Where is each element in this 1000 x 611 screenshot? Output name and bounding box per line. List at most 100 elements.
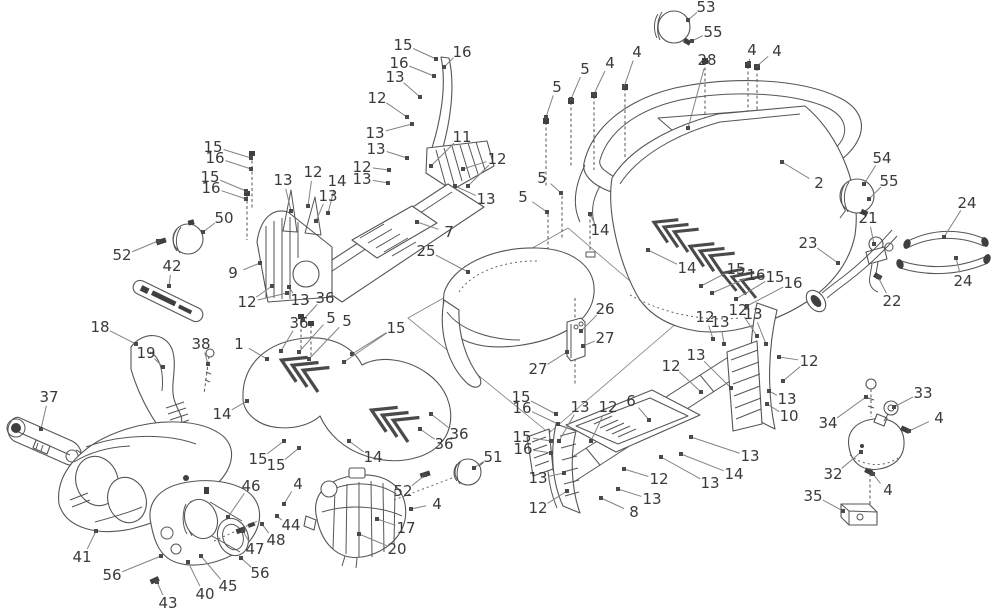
callout-13: 13 — [740, 447, 759, 465]
callout-12: 12 — [799, 352, 818, 370]
callout-34: 34 — [818, 414, 837, 432]
callout-21: 21 — [858, 209, 877, 227]
leader-end-marker — [659, 455, 663, 459]
leader-line — [132, 240, 159, 253]
leader-end-marker — [734, 297, 738, 301]
leader-end-marker — [245, 399, 249, 403]
leader-end-marker — [418, 427, 422, 431]
leader-end-marker — [350, 352, 354, 356]
callout-12: 12 — [352, 158, 371, 176]
leader-line — [943, 210, 962, 238]
leader-line — [533, 449, 552, 454]
leader-end-marker — [466, 270, 470, 274]
leader-end-marker — [429, 164, 433, 168]
leader-line — [530, 400, 557, 415]
leader-end-marker — [423, 473, 427, 477]
leader-end-marker — [765, 402, 769, 406]
callout-38: 38 — [191, 335, 210, 353]
leader-line — [225, 160, 252, 170]
leader-line — [40, 405, 47, 430]
leader-end-marker — [244, 189, 248, 193]
leader-end-marker — [755, 334, 759, 338]
leader-end-marker — [699, 390, 703, 394]
leader-end-marker — [260, 522, 264, 526]
leader-line — [721, 330, 725, 345]
callout-15: 15 — [248, 450, 267, 468]
callout-32: 32 — [823, 465, 842, 483]
callout-5: 5 — [580, 60, 590, 78]
leader-end-marker — [841, 509, 845, 513]
leader-end-marker — [39, 427, 43, 431]
part-23-exhaust-pipe — [805, 229, 898, 313]
leader-end-marker — [275, 514, 279, 518]
leader-end-marker — [375, 517, 379, 521]
leader-end-marker — [186, 560, 190, 564]
leader-end-marker — [549, 451, 553, 455]
leader-line — [869, 226, 875, 245]
leader-end-marker — [199, 554, 203, 558]
part-11-mud-shield — [425, 56, 495, 191]
leader-line — [248, 347, 268, 360]
leader-end-marker — [589, 439, 593, 443]
leader-line — [558, 414, 575, 442]
callout-13: 13 — [700, 474, 719, 492]
leader-end-marker — [599, 496, 603, 500]
part-41-front-body — [58, 421, 233, 533]
leader-line — [372, 179, 389, 184]
leader-end-marker — [432, 74, 436, 78]
leader-line — [284, 447, 300, 461]
leader-line — [545, 95, 554, 118]
leader-end-marker — [622, 85, 626, 89]
callout-1: 1 — [234, 335, 244, 353]
leader-end-marker — [159, 554, 163, 558]
callout-13: 13 — [290, 291, 309, 309]
part-50-lamp — [155, 219, 204, 255]
callout-2: 2 — [814, 174, 824, 192]
callout-4: 4 — [934, 409, 944, 427]
leader-line — [836, 396, 867, 419]
leader-end-marker — [306, 204, 310, 208]
callout-15: 15 — [386, 319, 405, 337]
leader-end-marker — [554, 412, 558, 416]
leader-line — [756, 322, 767, 345]
leader-end-marker — [94, 529, 98, 533]
leader-end-marker — [710, 291, 714, 295]
leader-end-marker — [461, 167, 465, 171]
leader-line — [893, 396, 914, 408]
leader-line — [285, 188, 292, 212]
callout-16: 16 — [513, 440, 532, 458]
leader-line — [358, 533, 387, 547]
leader-end-marker — [472, 466, 476, 470]
callout-12: 12 — [367, 89, 386, 107]
callout-14: 14 — [590, 221, 609, 239]
leader-line — [298, 324, 324, 353]
leader-end-marker — [434, 57, 438, 61]
callout-14: 14 — [363, 448, 382, 466]
leader-line — [778, 356, 799, 361]
leader-line — [419, 428, 435, 440]
callout-36: 36 — [434, 435, 453, 453]
leader-line — [430, 142, 455, 167]
leader-line — [863, 165, 877, 185]
callout-16: 16 — [389, 54, 408, 72]
leader-end-marker — [357, 532, 361, 536]
part-2-rear-fender — [610, 105, 857, 333]
callout-12: 12 — [528, 499, 547, 517]
part-25-seat — [441, 247, 595, 388]
leader-line — [411, 474, 426, 487]
leader-end-marker — [864, 395, 868, 399]
leader-end-marker — [729, 386, 733, 390]
leader-end-marker — [282, 439, 286, 443]
leader-line — [638, 407, 650, 421]
leader-line — [590, 414, 604, 442]
callout-19: 19 — [136, 344, 155, 362]
leader-line — [703, 360, 732, 389]
leader-end-marker — [289, 209, 293, 213]
callout-17: 17 — [396, 519, 415, 537]
leader-end-marker — [442, 65, 446, 69]
leader-line — [187, 561, 201, 587]
leader-end-marker — [545, 210, 549, 214]
leader-line — [122, 555, 162, 573]
leader-line — [531, 411, 559, 425]
leader-line — [600, 497, 625, 509]
